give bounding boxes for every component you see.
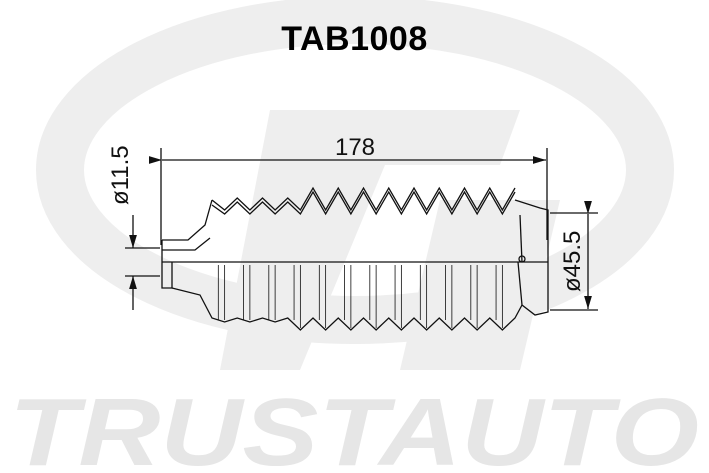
bellows-ribs [217, 265, 503, 328]
watermark-a-shape [400, 200, 560, 370]
watermark-swoosh [36, 0, 674, 344]
left-collar-inner [162, 237, 211, 251]
upper-bellows-profile [211, 186, 516, 212]
large-diameter-label: ø45.5 [559, 231, 586, 292]
watermark-brand-text: TRUSTAUTO [9, 379, 699, 473]
left-collar [161, 199, 213, 289]
watermark-t-shape [220, 110, 520, 370]
right-collar-inner [519, 214, 523, 263]
upper-bellows-inner-profile [211, 190, 516, 216]
small-diameter-label: ø11.5 [107, 145, 134, 205]
vent-hole [518, 255, 526, 263]
part-number-title: TAB1008 [281, 20, 428, 58]
length-dimension-label: 178 [335, 134, 375, 161]
